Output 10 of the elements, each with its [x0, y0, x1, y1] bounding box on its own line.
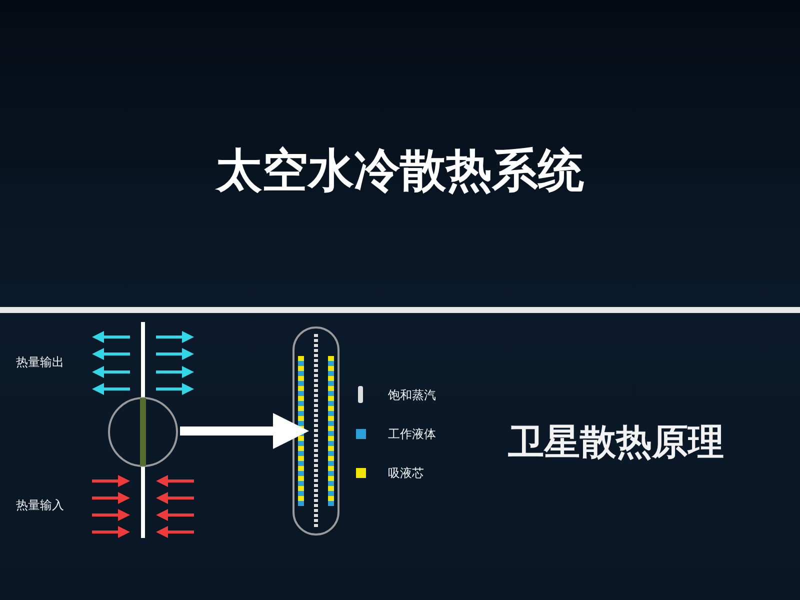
side-label: 热量输入: [16, 497, 64, 514]
legend-label: 工作液体: [388, 426, 436, 443]
title: 太空水冷散热系统: [214, 142, 585, 199]
heat-pipe-drawing: [292, 326, 340, 536]
subtitle: 卫星散热原理: [508, 421, 724, 465]
legend-label: 饱和蒸汽: [388, 387, 436, 404]
magnified-circle: [107, 396, 179, 468]
side-label: 热量输出: [16, 354, 64, 371]
arrow: [180, 413, 309, 449]
legend-label: 吸液芯: [388, 465, 424, 482]
